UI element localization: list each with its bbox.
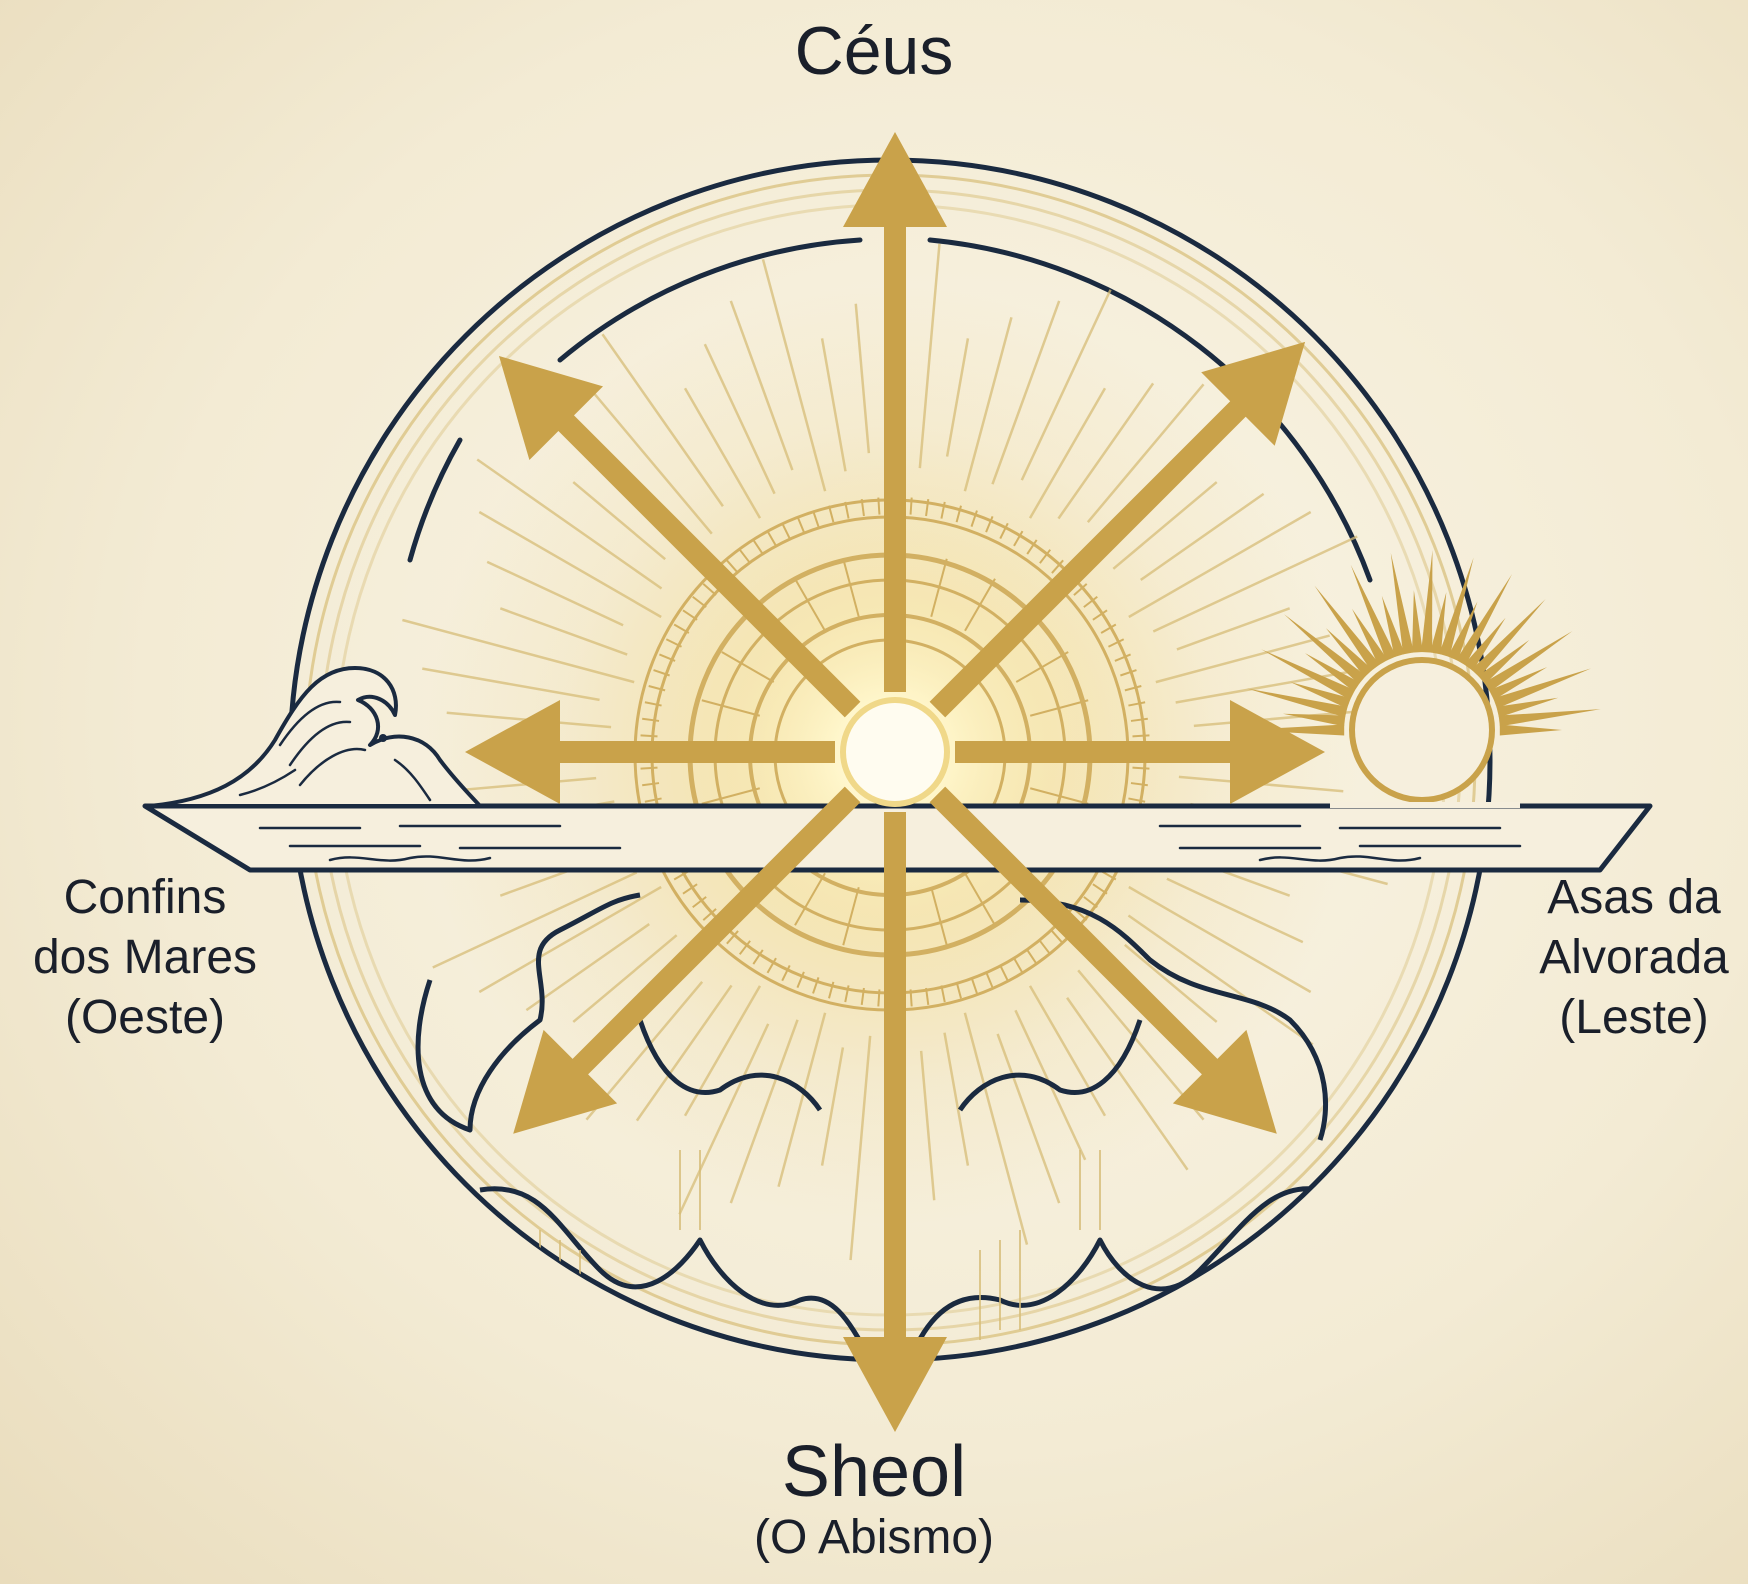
mandala-tick [641, 768, 658, 769]
sun-spike [1471, 599, 1545, 677]
central-sun-icon [843, 700, 947, 804]
label-sheol-main: Sheol [674, 1430, 1074, 1514]
mandala-tick [911, 989, 912, 1006]
label-west-line-2: dos Mares [10, 928, 280, 988]
label-sheol: Sheol (O Abismo) [674, 1430, 1074, 1568]
mandala-tick [1132, 768, 1149, 769]
label-sheol-sub: (O Abismo) [674, 1508, 1074, 1568]
sun-spike [1484, 631, 1572, 692]
label-west: Confins dos Mares (Oeste) [10, 868, 280, 1048]
mandala-tick [878, 989, 879, 1006]
label-west-line-3: (Oeste) [10, 988, 280, 1048]
mandala-tick [911, 498, 912, 515]
label-east-line-3: (Leste) [1520, 988, 1748, 1048]
mandala-tick [1132, 735, 1149, 736]
label-heavens: Céus [724, 12, 1024, 90]
mandala-tick [878, 498, 879, 515]
label-west-line-1: Confins [10, 868, 280, 928]
label-east: Asas da Alvorada (Leste) [1520, 868, 1748, 1048]
label-east-line-1: Asas da [1520, 868, 1748, 928]
label-east-line-2: Alvorada [1520, 928, 1748, 988]
sun-spike [1500, 725, 1562, 736]
mandala-tick [641, 735, 658, 736]
